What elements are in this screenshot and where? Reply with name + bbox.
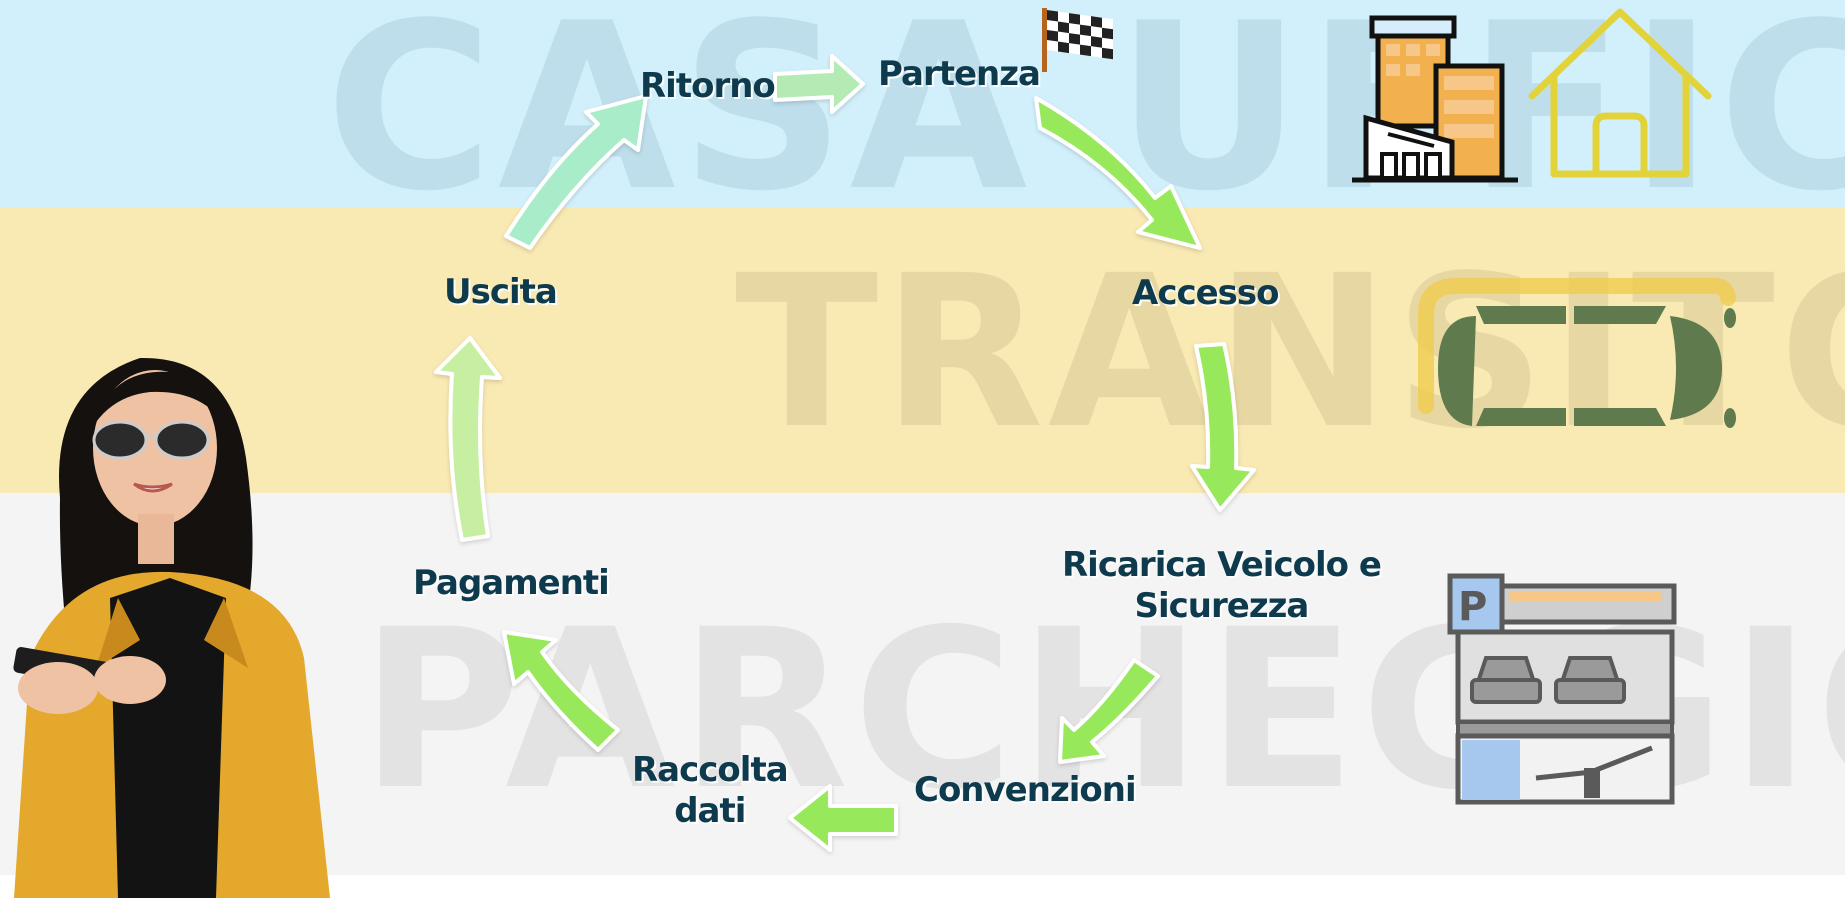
arrow-accesso-to-ricarica — [1190, 342, 1256, 512]
step-accesso: Accesso — [1132, 273, 1280, 313]
arrow-raccolta-to-pagamenti — [502, 630, 620, 752]
parking-garage-icon: P — [1447, 573, 1677, 805]
arrow-ricarica-to-convenzioni — [1058, 658, 1160, 764]
arrow-partenza-to-accesso — [1034, 96, 1202, 250]
woman-with-phone-photo — [13, 357, 330, 898]
arrow-convenzioni-to-raccolta — [788, 784, 898, 852]
bottom-strip — [0, 875, 1845, 898]
step-partenza: Partenza — [878, 54, 1041, 94]
checkered-flag-icon — [1042, 8, 1113, 72]
step-ritorno: Ritorno — [640, 66, 776, 106]
step-ricarica-line1: Ricarica Veicolo e — [1062, 545, 1382, 585]
arrow-ritorno-to-partenza — [773, 54, 865, 114]
car-icon — [1418, 278, 1736, 428]
step-uscita: Uscita — [444, 272, 558, 312]
step-raccolta-line1: Raccolta — [632, 750, 789, 790]
house-icon — [1528, 8, 1712, 178]
step-raccolta: Raccolta dati — [632, 750, 789, 832]
step-ricarica-line2: Sicurezza — [1134, 585, 1310, 626]
zone-band-transit — [0, 207, 1845, 493]
svg-text:P: P — [1458, 584, 1487, 630]
step-pagamenti: Pagamenti — [413, 563, 610, 603]
step-convenzioni: Convenzioni — [914, 770, 1137, 810]
arrow-uscita-to-ritorno — [504, 94, 648, 250]
step-ricarica: Ricarica Veicolo e Sicurezza — [1062, 545, 1382, 627]
office-building-icon — [1352, 15, 1518, 183]
zone-band-home-office — [0, 0, 1845, 207]
step-raccolta-line2: dati — [674, 790, 746, 831]
arrow-pagamenti-to-uscita — [434, 336, 502, 542]
